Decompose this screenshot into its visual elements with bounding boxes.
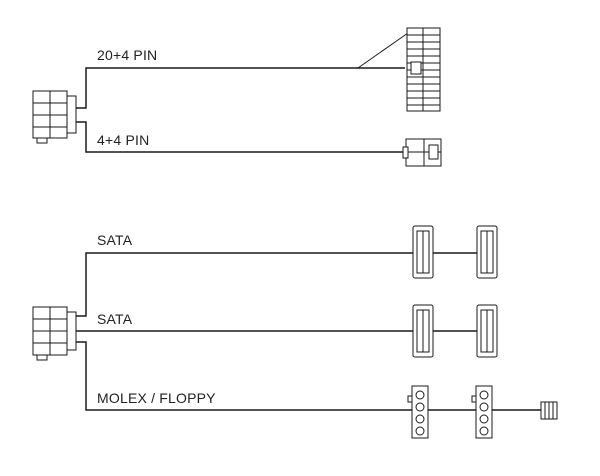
- wire-20-4-pin: [76, 32, 409, 109]
- connector-20-4-pin: [406, 27, 441, 112]
- label-sata-1: SATA: [97, 232, 133, 248]
- label-molex-floppy: MOLEX / FLOPPY: [97, 390, 216, 406]
- molex-connector: [471, 385, 493, 439]
- wire-molex-floppy: [76, 341, 541, 411]
- sata-connector: [476, 225, 498, 279]
- sata-connector: [412, 225, 434, 279]
- psu-connector-bottom: [32, 306, 77, 361]
- wire-sata-1: [76, 252, 488, 317]
- sata-connector: [412, 304, 434, 358]
- molex-connector: [407, 385, 429, 439]
- sata-connector: [476, 304, 498, 358]
- label-sata-2: SATA: [97, 311, 133, 327]
- label-4-4-pin: 4+4 PIN: [97, 132, 149, 148]
- psu-connector-top: [32, 90, 77, 144]
- floppy-connector: [540, 401, 558, 420]
- label-20-4-pin: 20+4 PIN: [97, 47, 157, 63]
- connector-4-4-pin: [402, 138, 442, 167]
- wire-4-4-pin: [76, 121, 405, 153]
